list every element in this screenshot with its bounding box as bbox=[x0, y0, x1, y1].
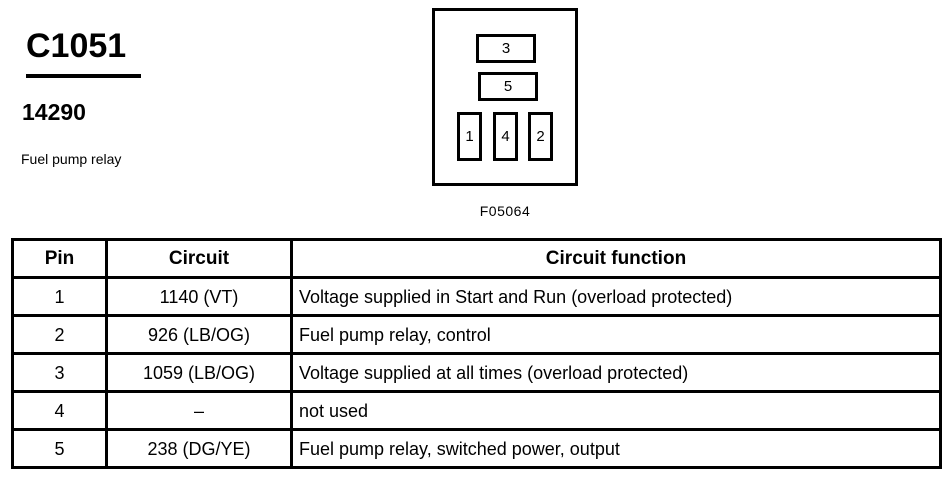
pin-cavity-3: 3 bbox=[476, 34, 536, 63]
cell-circuit: 926 (LB/OG) bbox=[105, 314, 293, 355]
cell-function: Fuel pump relay, control bbox=[290, 314, 942, 355]
cell-function: Voltage supplied at all times (overload … bbox=[290, 352, 942, 393]
cell-pin: 4 bbox=[11, 390, 108, 431]
pin-cavity-4: 4 bbox=[493, 112, 518, 161]
column-header-pin: Pin bbox=[11, 238, 108, 279]
cell-circuit: 238 (DG/YE) bbox=[105, 428, 293, 469]
pin-cavity-label: 4 bbox=[501, 128, 510, 145]
cell-pin: 1 bbox=[11, 276, 108, 317]
cell-function: not used bbox=[290, 390, 942, 431]
pin-cavity-5: 5 bbox=[478, 72, 538, 101]
pinout-table: Pin Circuit Circuit function 1 1140 (VT)… bbox=[11, 238, 942, 469]
pin-cavity-1: 1 bbox=[457, 112, 482, 161]
connector-pinout-diagram: 3 5 1 4 2 bbox=[432, 8, 578, 186]
diagram-caption: F05064 bbox=[479, 203, 531, 219]
cell-pin: 2 bbox=[11, 314, 108, 355]
pin-cavity-label: 2 bbox=[536, 128, 545, 145]
cell-circuit: 1059 (LB/OG) bbox=[105, 352, 293, 393]
connector-id: C1051 bbox=[26, 27, 127, 65]
pin-cavity-2: 2 bbox=[528, 112, 553, 161]
cell-pin: 5 bbox=[11, 428, 108, 469]
table-row: 3 1059 (LB/OG) Voltage supplied at all t… bbox=[11, 352, 942, 393]
table-row: 4 – not used bbox=[11, 390, 942, 431]
pin-cavity-label: 3 bbox=[501, 40, 511, 57]
table-header-row: Pin Circuit Circuit function bbox=[11, 238, 942, 279]
part-number: 14290 bbox=[22, 99, 86, 125]
pin-cavity-label: 5 bbox=[503, 78, 513, 95]
cell-circuit: 1140 (VT) bbox=[105, 276, 293, 317]
cell-circuit: – bbox=[105, 390, 293, 431]
connector-header-block: C1051 14290 Fuel pump relay bbox=[0, 0, 300, 200]
table-row: 1 1140 (VT) Voltage supplied in Start an… bbox=[11, 276, 942, 317]
table-row: 2 926 (LB/OG) Fuel pump relay, control bbox=[11, 314, 942, 355]
cell-pin: 3 bbox=[11, 352, 108, 393]
table-row: 5 238 (DG/YE) Fuel pump relay, switched … bbox=[11, 428, 942, 469]
connector-id-underline bbox=[26, 74, 141, 78]
cell-function: Fuel pump relay, switched power, output bbox=[290, 428, 942, 469]
pin-cavity-label: 1 bbox=[465, 128, 474, 145]
column-header-circuit: Circuit bbox=[105, 238, 293, 279]
component-name: Fuel pump relay bbox=[21, 151, 122, 167]
cell-function: Voltage supplied in Start and Run (overl… bbox=[290, 276, 942, 317]
column-header-function: Circuit function bbox=[290, 238, 942, 279]
